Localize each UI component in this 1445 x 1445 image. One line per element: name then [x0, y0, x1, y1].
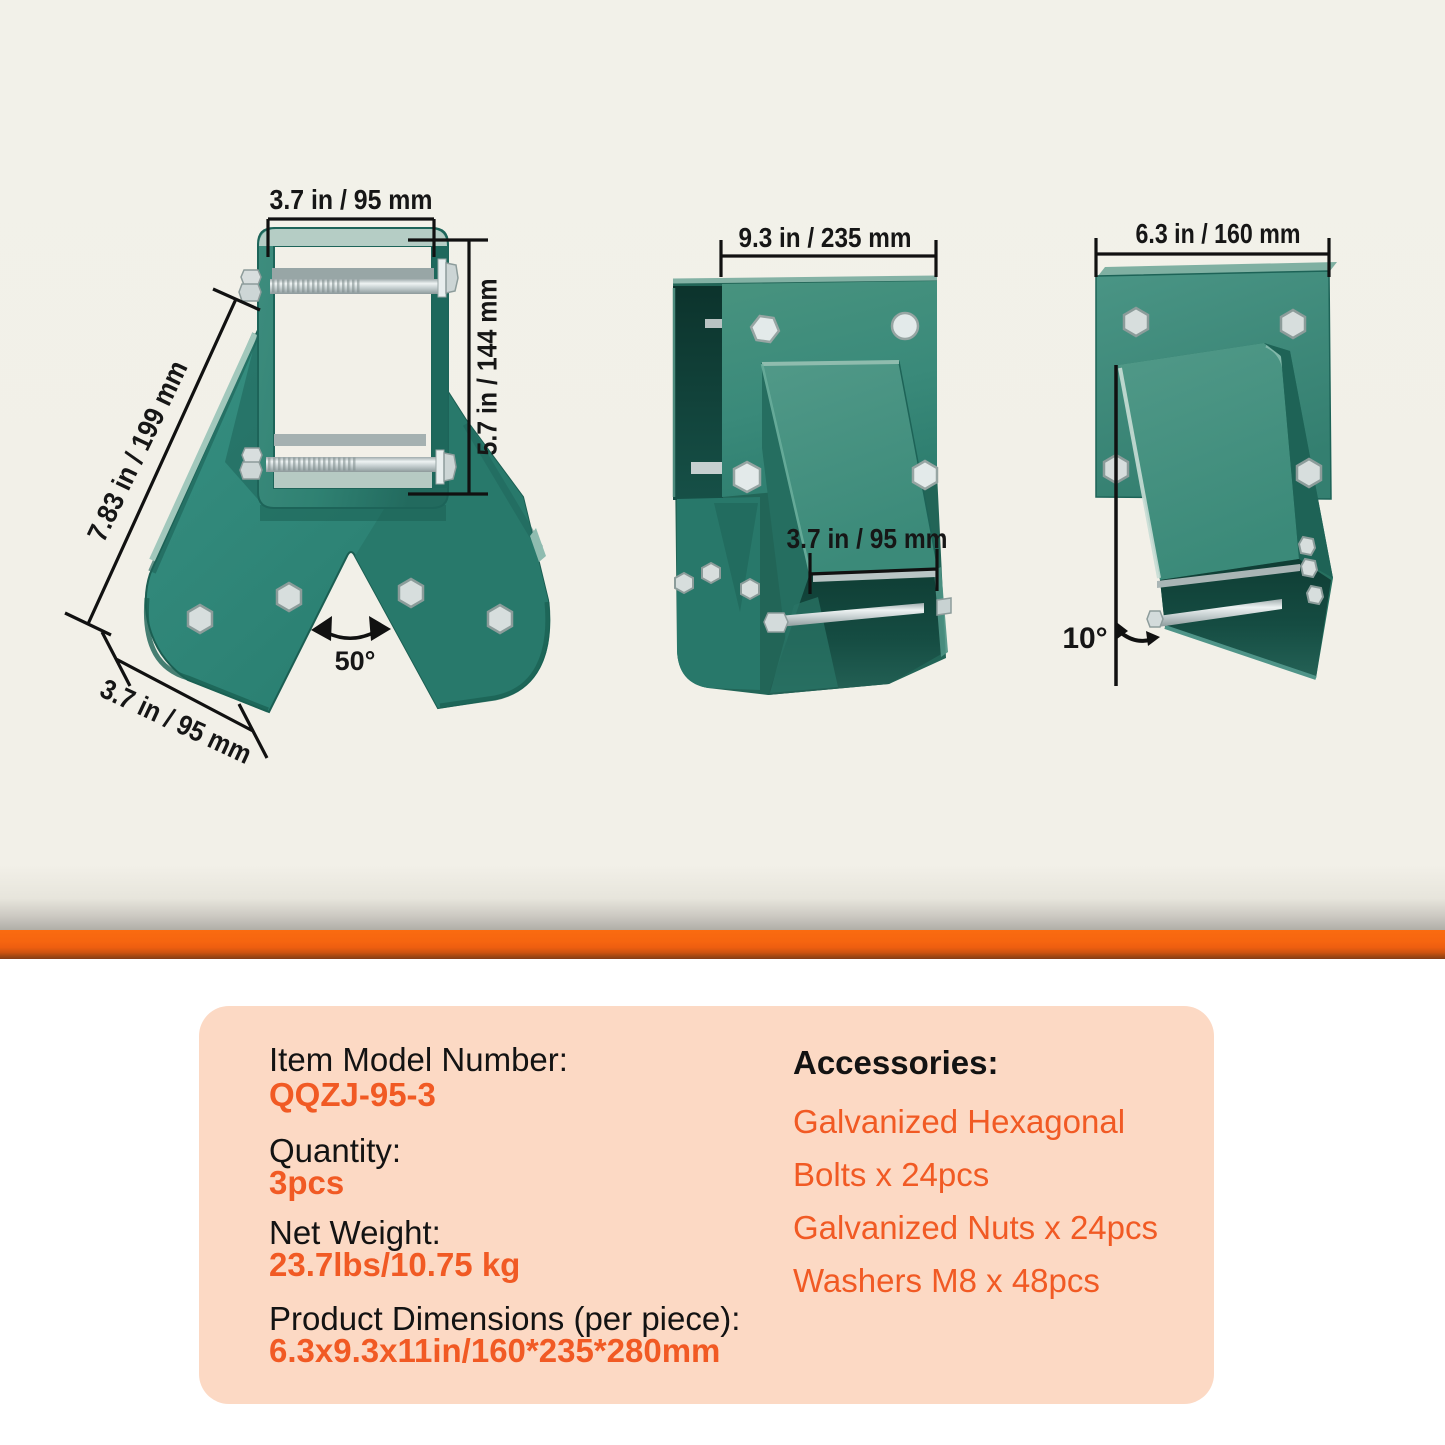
svg-text:50°: 50° — [335, 646, 376, 676]
svg-text:3.7 in / 95 mm: 3.7 in / 95 mm — [787, 523, 948, 554]
svg-text:5.7 in / 144 mm: 5.7 in / 144 mm — [471, 279, 502, 456]
svg-text:10°: 10° — [1062, 622, 1107, 655]
svg-text:9.3 in / 235 mm: 9.3 in / 235 mm — [739, 222, 912, 253]
svg-text:3.7 in / 95 mm: 3.7 in / 95 mm — [270, 184, 433, 215]
svg-text:6.3 in / 160 mm: 6.3 in / 160 mm — [1136, 218, 1301, 249]
